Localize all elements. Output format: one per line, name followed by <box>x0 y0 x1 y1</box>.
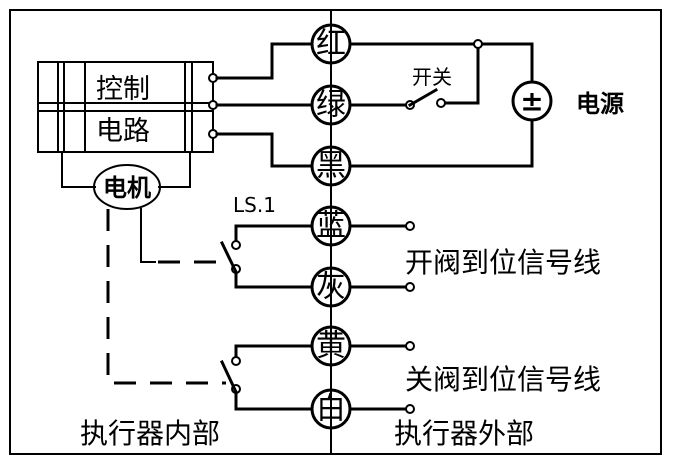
control-circuit-label-1: 控制 <box>96 74 150 105</box>
open-signal-label: 开阀到位信号线 <box>405 246 601 279</box>
wire-label-green: 绿 <box>316 88 346 123</box>
limit-switch-close <box>220 344 314 411</box>
outside-region-label: 执行器外部 <box>394 417 534 450</box>
close-signal-terminal-2 <box>405 404 415 414</box>
wire-terminal-black: 黑 <box>310 145 352 187</box>
control-circuit-label-2: 电路 <box>96 116 150 147</box>
limit-switch-label: LS.1 <box>233 193 276 217</box>
wire-label-blue: 蓝 <box>316 209 346 244</box>
power-source: ± 电源 <box>511 80 624 122</box>
open-signal-terminal-1 <box>405 221 415 231</box>
wire-terminal-red: 红 <box>310 23 352 65</box>
motor-label: 电机 <box>103 174 151 202</box>
wire-label-white: 白 <box>316 392 346 427</box>
limit-switch-open: LS.1 <box>219 193 314 289</box>
open-signal-terminal-2 <box>405 282 415 292</box>
switch: 开关 <box>405 65 452 110</box>
wire-terminal-white: 白 <box>310 388 352 430</box>
wire-terminal-blue: 蓝 <box>310 205 352 247</box>
wire-terminal-green: 绿 <box>310 84 352 126</box>
wire-label-black: 黑 <box>316 149 346 184</box>
power-symbol: ± <box>520 85 543 118</box>
wire-terminal-yellow: 黄 <box>310 325 352 367</box>
outer-border <box>9 9 662 455</box>
wire-label-gray: 灰 <box>316 270 346 305</box>
wire-label-red: 红 <box>316 27 346 62</box>
wire-terminal-gray: 灰 <box>310 266 352 308</box>
power-label: 电源 <box>576 90 624 118</box>
motor: 电机 <box>93 164 161 210</box>
close-signal-terminal-1 <box>405 341 415 351</box>
wire-label-yellow: 黄 <box>316 329 346 364</box>
switch-label: 开关 <box>412 65 452 89</box>
close-signal-label: 关阀到位信号线 <box>405 363 601 396</box>
inside-region-label: 执行器内部 <box>80 417 220 450</box>
control-circuit-block: 控制 电路 <box>37 61 218 153</box>
